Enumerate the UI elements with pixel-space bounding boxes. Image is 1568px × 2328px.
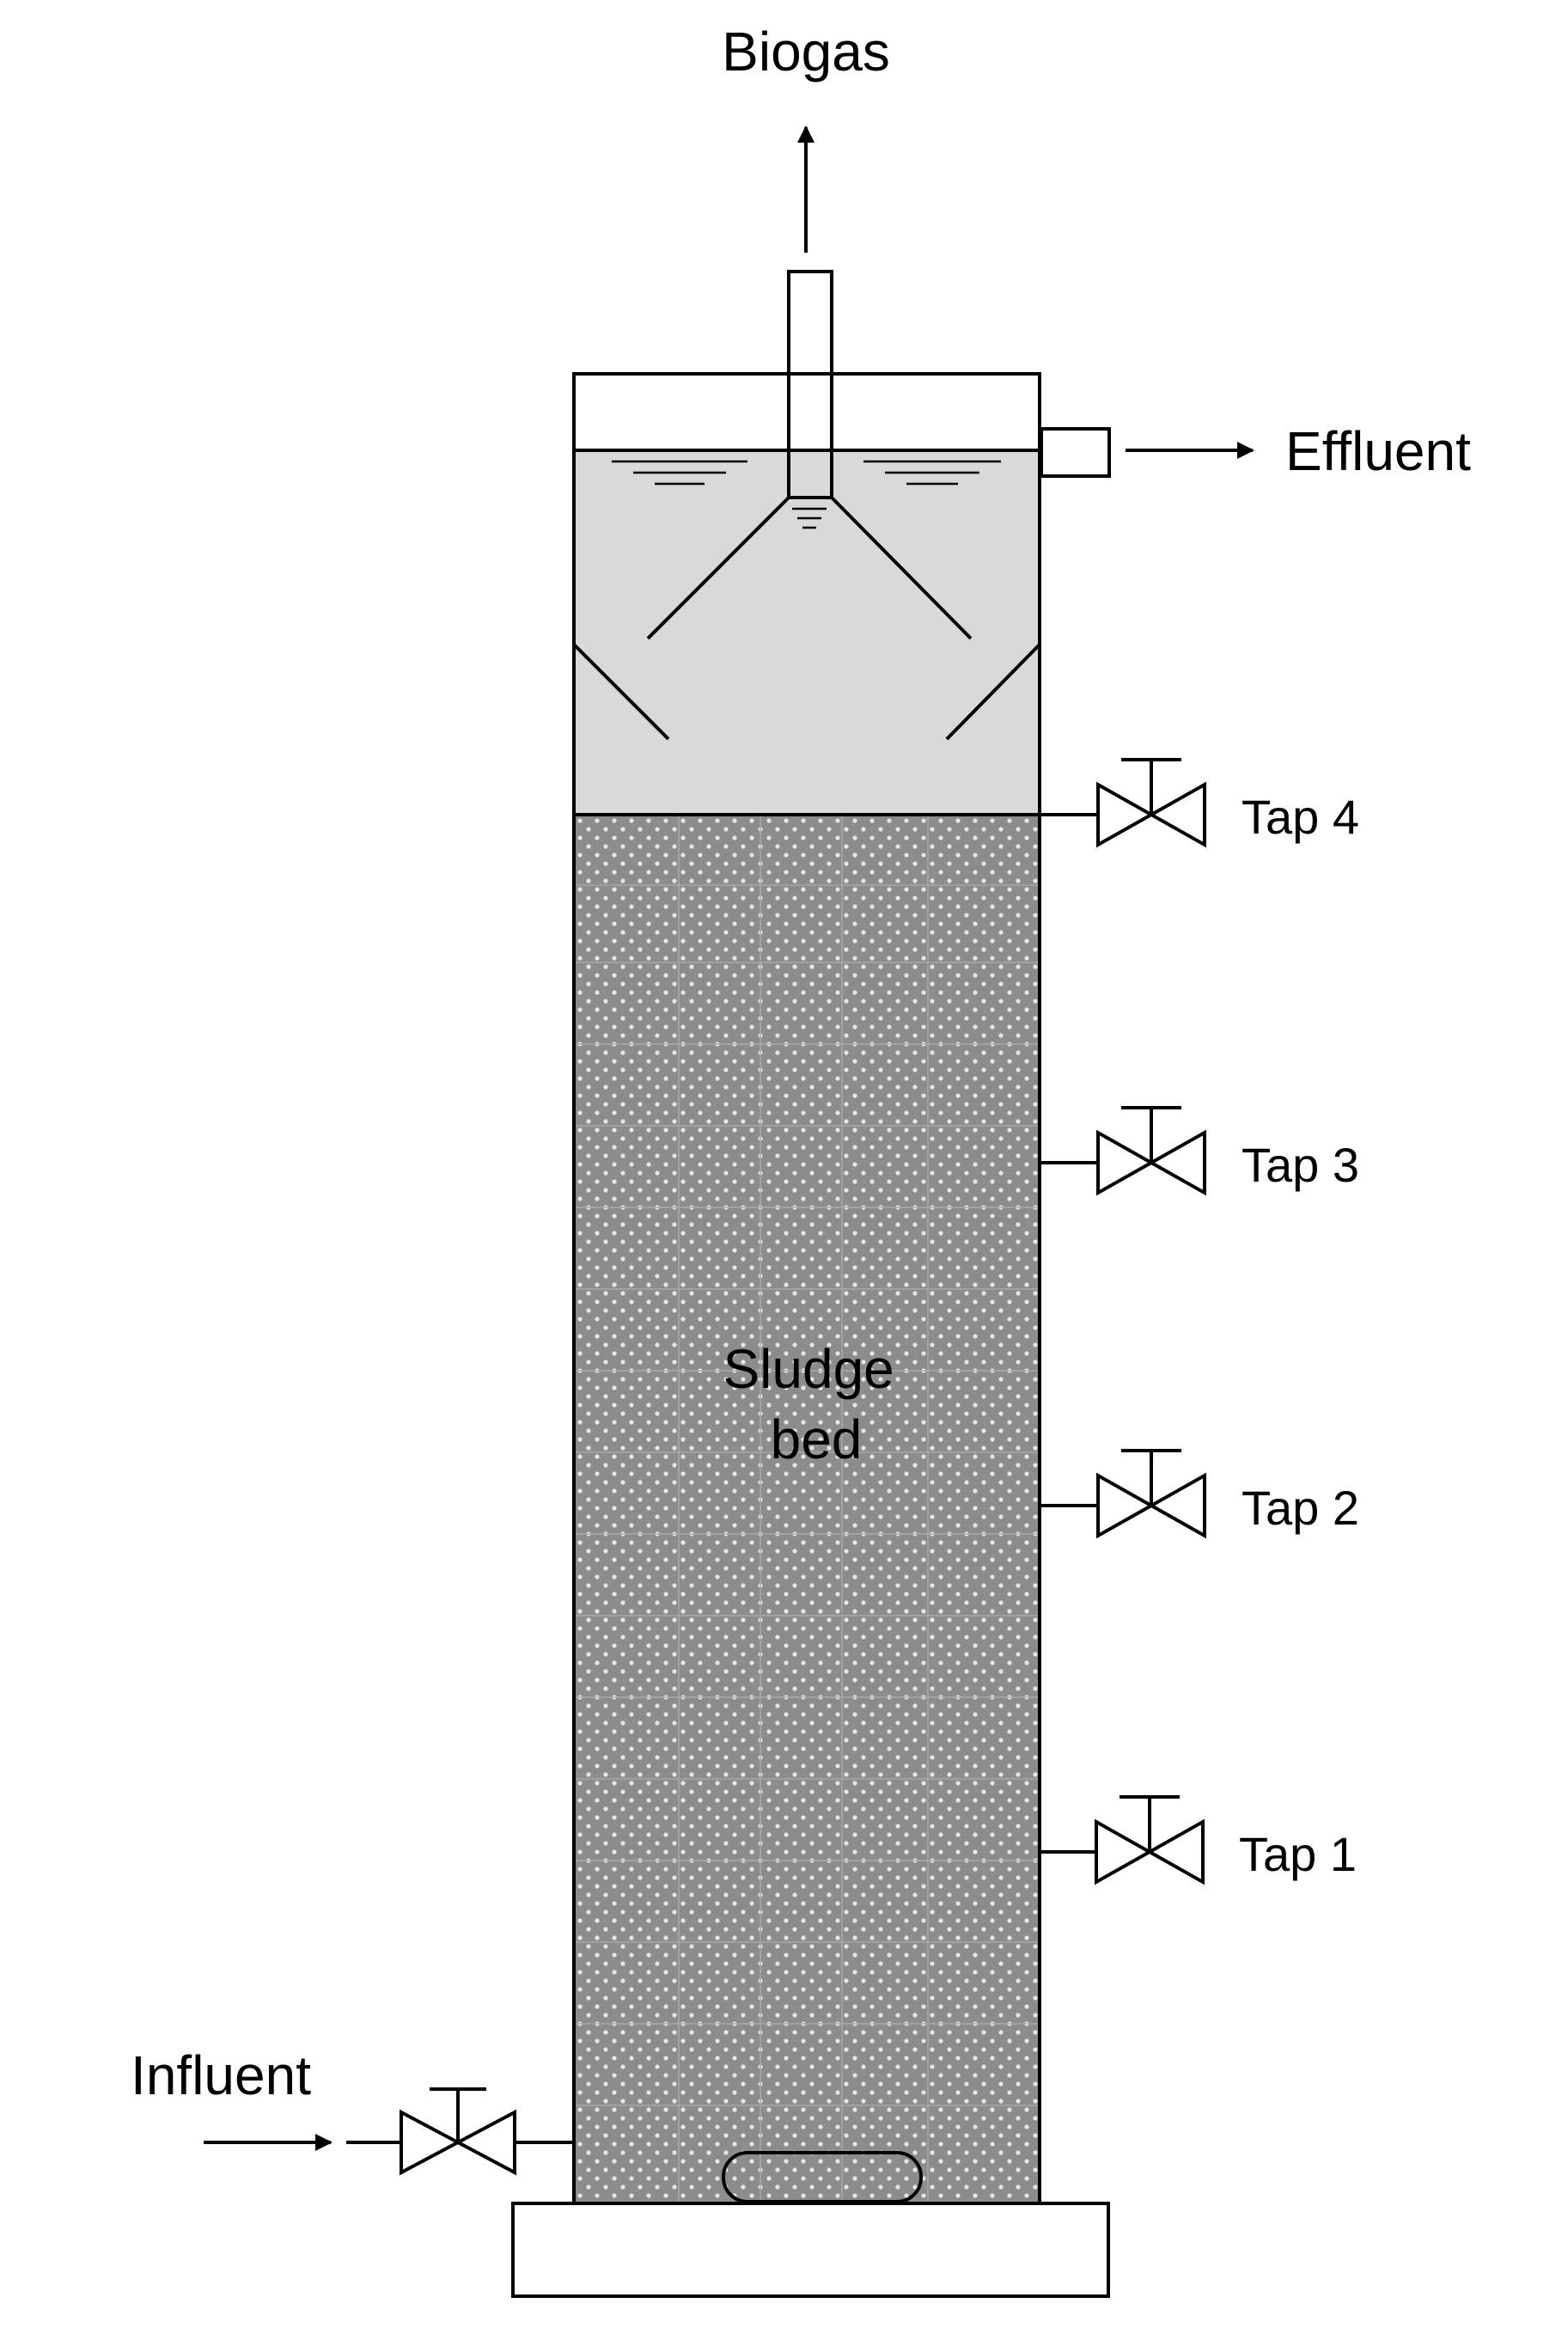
water-surface-marks <box>612 460 1001 529</box>
tap-1-valve[interactable] <box>1040 1795 1205 1885</box>
tap-2-label: Tap 2 <box>1242 1481 1359 1535</box>
reactor-top-box <box>572 372 1041 452</box>
influent-label: Influent <box>131 2044 311 2106</box>
tap-4-valve[interactable] <box>1040 758 1206 848</box>
sludge-bed <box>574 815 1040 2203</box>
tap-2-valve[interactable] <box>1040 1449 1206 1539</box>
tap-1-label: Tap 1 <box>1239 1827 1357 1881</box>
tap-4-label: Tap 4 <box>1242 790 1359 844</box>
biogas-label: Biogas <box>722 21 890 82</box>
gls-separator <box>572 496 1041 741</box>
tap-3-label: Tap 3 <box>1242 1138 1359 1192</box>
influent-valve[interactable] <box>346 2087 574 2176</box>
tap-3-valve[interactable] <box>1040 1106 1206 1196</box>
sludge-grid <box>574 815 1040 2203</box>
reactor-base <box>511 2202 1110 2298</box>
liquid-zone <box>574 450 1040 815</box>
effluent-port <box>1040 427 1111 478</box>
effluent-label: Effluent <box>1285 420 1471 482</box>
inlet-distributor <box>722 2151 923 2203</box>
gas-outlet-pipe <box>787 270 833 499</box>
sludge-bed-label: Sludge bed <box>723 1338 909 1470</box>
